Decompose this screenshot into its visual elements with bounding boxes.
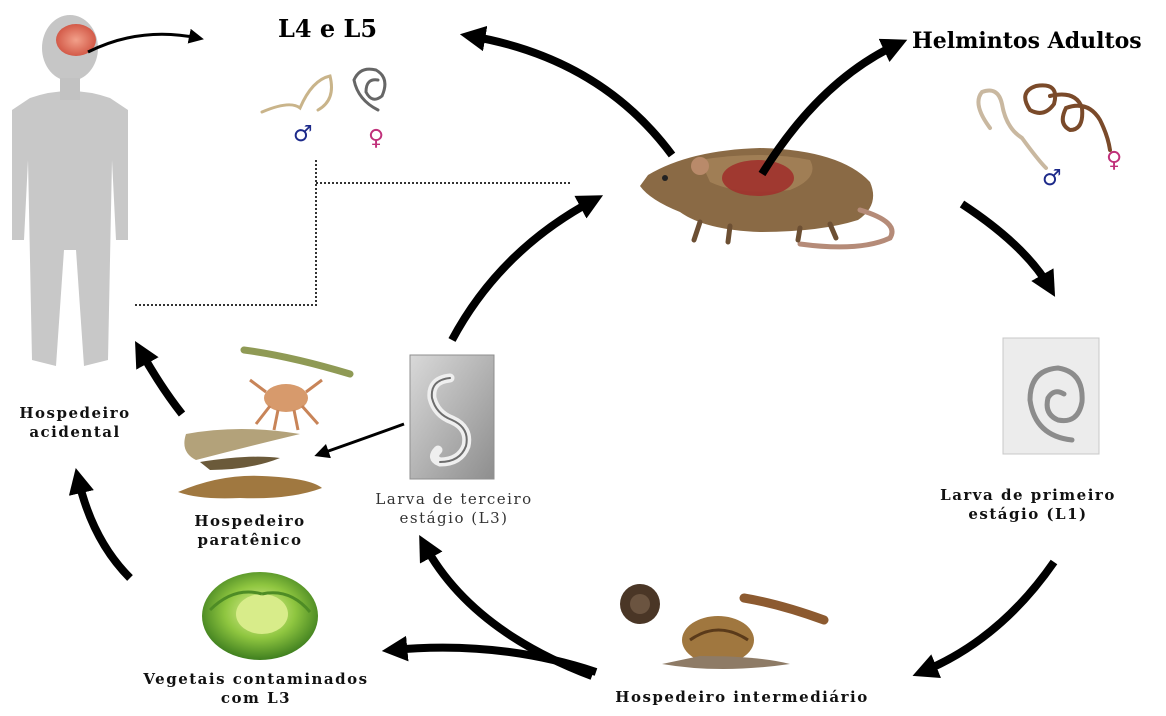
label-paratenic-host: Hospedeiro paratênico [180,512,320,550]
label-l1-line2: estágio (L1) [938,505,1118,524]
arrow-vegetables-to-human [78,478,130,578]
arrow-l1-to-intermediate [922,562,1054,672]
label-accidental-host-line2: acidental [10,423,140,442]
label-l3-line2: estágio (L3) [364,509,544,528]
cabbage-illustration [202,572,318,660]
l3-larva-micrograph [410,355,494,479]
paratenic-host-animals [178,350,350,498]
arrow-paratenic-to-human [140,350,182,414]
label-adult-helminths: Helmintos Adultos [912,28,1142,56]
label-vegetables-line2: com L3 [106,689,406,708]
adult-helminths [978,85,1110,168]
arrow-rat-to-l4l5 [470,36,672,155]
l4-l5-worms [262,69,385,112]
label-vegetables: Vegetais contaminados com L3 [106,670,406,708]
label-paratenic-host-line2: paratênico [180,531,320,550]
human-figure [12,15,128,366]
label-paratenic-host-line1: Hospedeiro [180,512,320,531]
label-intermediate-host: Hospedeiro intermediário [572,688,912,707]
label-accidental-host: Hospedeiro acidental [10,404,140,442]
label-l3-line1: Larva de terceiro [364,490,544,509]
label-l1-larva: Larva de primeiro estágio (L1) [938,486,1118,524]
label-l4-l5: L4 e L5 [278,14,377,44]
female-symbol: ♀ [368,128,384,150]
adult-female-symbol: ♀ [1106,150,1122,172]
arrow-l3-to-paratenic [320,424,404,454]
dotted-connectors [135,160,572,305]
l1-larva-micrograph [1003,338,1099,454]
arrow-rat-to-l1 [962,204,1050,288]
intermediate-host-snails [620,584,824,669]
cycle-arrows [78,34,1054,676]
adult-male-symbol: ♂ [1042,168,1062,190]
arrow-brain-to-l4l5 [88,34,198,52]
arrow-l3-to-rat [452,200,594,340]
arrow-intermediate-to-l3 [424,544,592,676]
label-vegetables-line1: Vegetais contaminados [106,670,406,689]
male-symbol: ♂ [293,124,313,146]
label-l3-larva: Larva de terceiro estágio (L3) [364,490,544,528]
label-l1-line1: Larva de primeiro [938,486,1118,505]
label-accidental-host-line1: Hospedeiro [10,404,140,423]
